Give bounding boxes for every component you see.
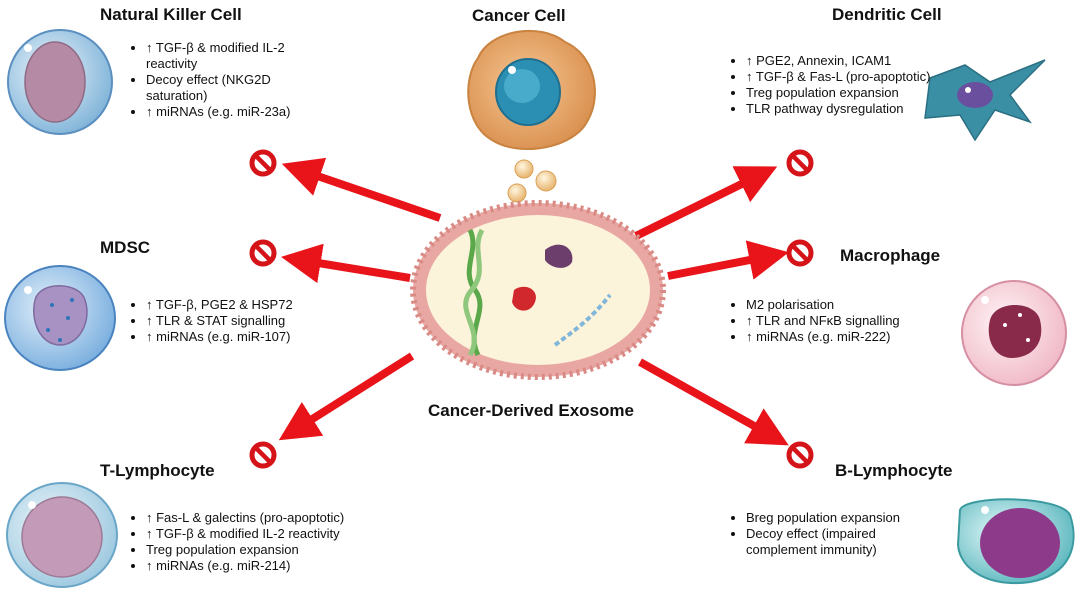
bcell-effects: Breg population expansion Decoy effect (… [732,510,931,558]
nk-effects: ↑ TGF-β & modified IL-2 reactivity Decoy… [132,40,326,120]
arrow-to-mac [667,240,789,280]
bcell-title: B-Lymphocyte [835,461,953,480]
list-item: Decoy effect (NKG2D saturation) [146,72,326,104]
macrophage-illustration [961,280,1067,386]
mac-title: Macrophage [840,246,941,265]
mdsc-effects: ↑ TGF-β, PGE2 & HSP72 ↑ TLR & STAT signa… [132,297,346,345]
mdsc-illustration [4,265,116,371]
cancer-cell-label: Cancer Cell [472,6,566,25]
dc-effects: ↑ PGE2, Annexin, ICAM1 ↑ TGF-β & Fas-L (… [732,53,956,117]
list-item: Breg population expansion [746,510,931,526]
exosome-label: Cancer-Derived Exosome [428,401,634,420]
block-sign-nk [249,149,277,177]
arrows [278,157,789,446]
block-sign-bcell [786,441,814,469]
arrow-to-dc [634,166,778,240]
dendritic-cell-illustration [924,59,1046,142]
list-item: TLR pathway dysregulation [746,101,956,117]
tcell-effects: ↑ Fas-L & galectins (pro-apoptotic) ↑ TG… [132,510,406,574]
list-item: ↑ Fas-L & galectins (pro-apoptotic) [146,510,406,526]
list-item: ↑ TGF-β & Fas-L (pro-apoptotic) [746,69,956,85]
nk-title: Natural Killer Cell [100,5,242,24]
released-vesicles [507,159,557,203]
list-item: Treg population expansion [746,85,956,101]
list-item: M2 polarisation [746,297,946,313]
arrow-to-tcell [278,352,415,441]
cancer-cell-illustration [467,29,596,151]
tcell-title: T-Lymphocyte [100,461,215,480]
list-item: ↑ miRNAs (e.g. miR-107) [146,329,346,345]
list-item: ↑ PGE2, Annexin, ICAM1 [746,53,956,69]
arrow-to-nk [281,157,442,222]
mdsc-title: MDSC [100,238,151,257]
list-item: ↑ miRNAs (e.g. miR-23a) [146,104,326,120]
block-sign-tcell [249,441,277,469]
arrow-to-bcell [638,358,789,446]
list-item: ↑ TGF-β & modified IL-2 reactivity [146,40,326,72]
b-cell-illustration [956,498,1075,585]
list-item: Decoy effect (impaired complement immuni… [746,526,931,558]
block-sign-mac [786,239,814,267]
t-cell-illustration [6,482,118,588]
list-item: ↑ miRNAs (e.g. miR-214) [146,558,406,574]
dc-title: Dendritic Cell [832,5,942,24]
list-item: ↑ TLR & STAT signalling [146,313,346,329]
list-item: ↑ miRNAs (e.g. miR-222) [746,329,946,345]
block-sign-dc [786,149,814,177]
list-item: Treg population expansion [146,542,406,558]
list-item: ↑ TGF-β, PGE2 & HSP72 [146,297,346,313]
list-item: ↑ TGF-β & modified IL-2 reactivity [146,526,406,542]
exosome-illustration [410,200,666,380]
arrow-to-mdsc [281,243,411,284]
nk-cell-illustration [7,29,113,135]
list-item: ↑ TLR and NFκB signalling [746,313,946,329]
block-sign-mdsc [249,239,277,267]
mac-effects: M2 polarisation ↑ TLR and NFκB signallin… [732,297,946,345]
